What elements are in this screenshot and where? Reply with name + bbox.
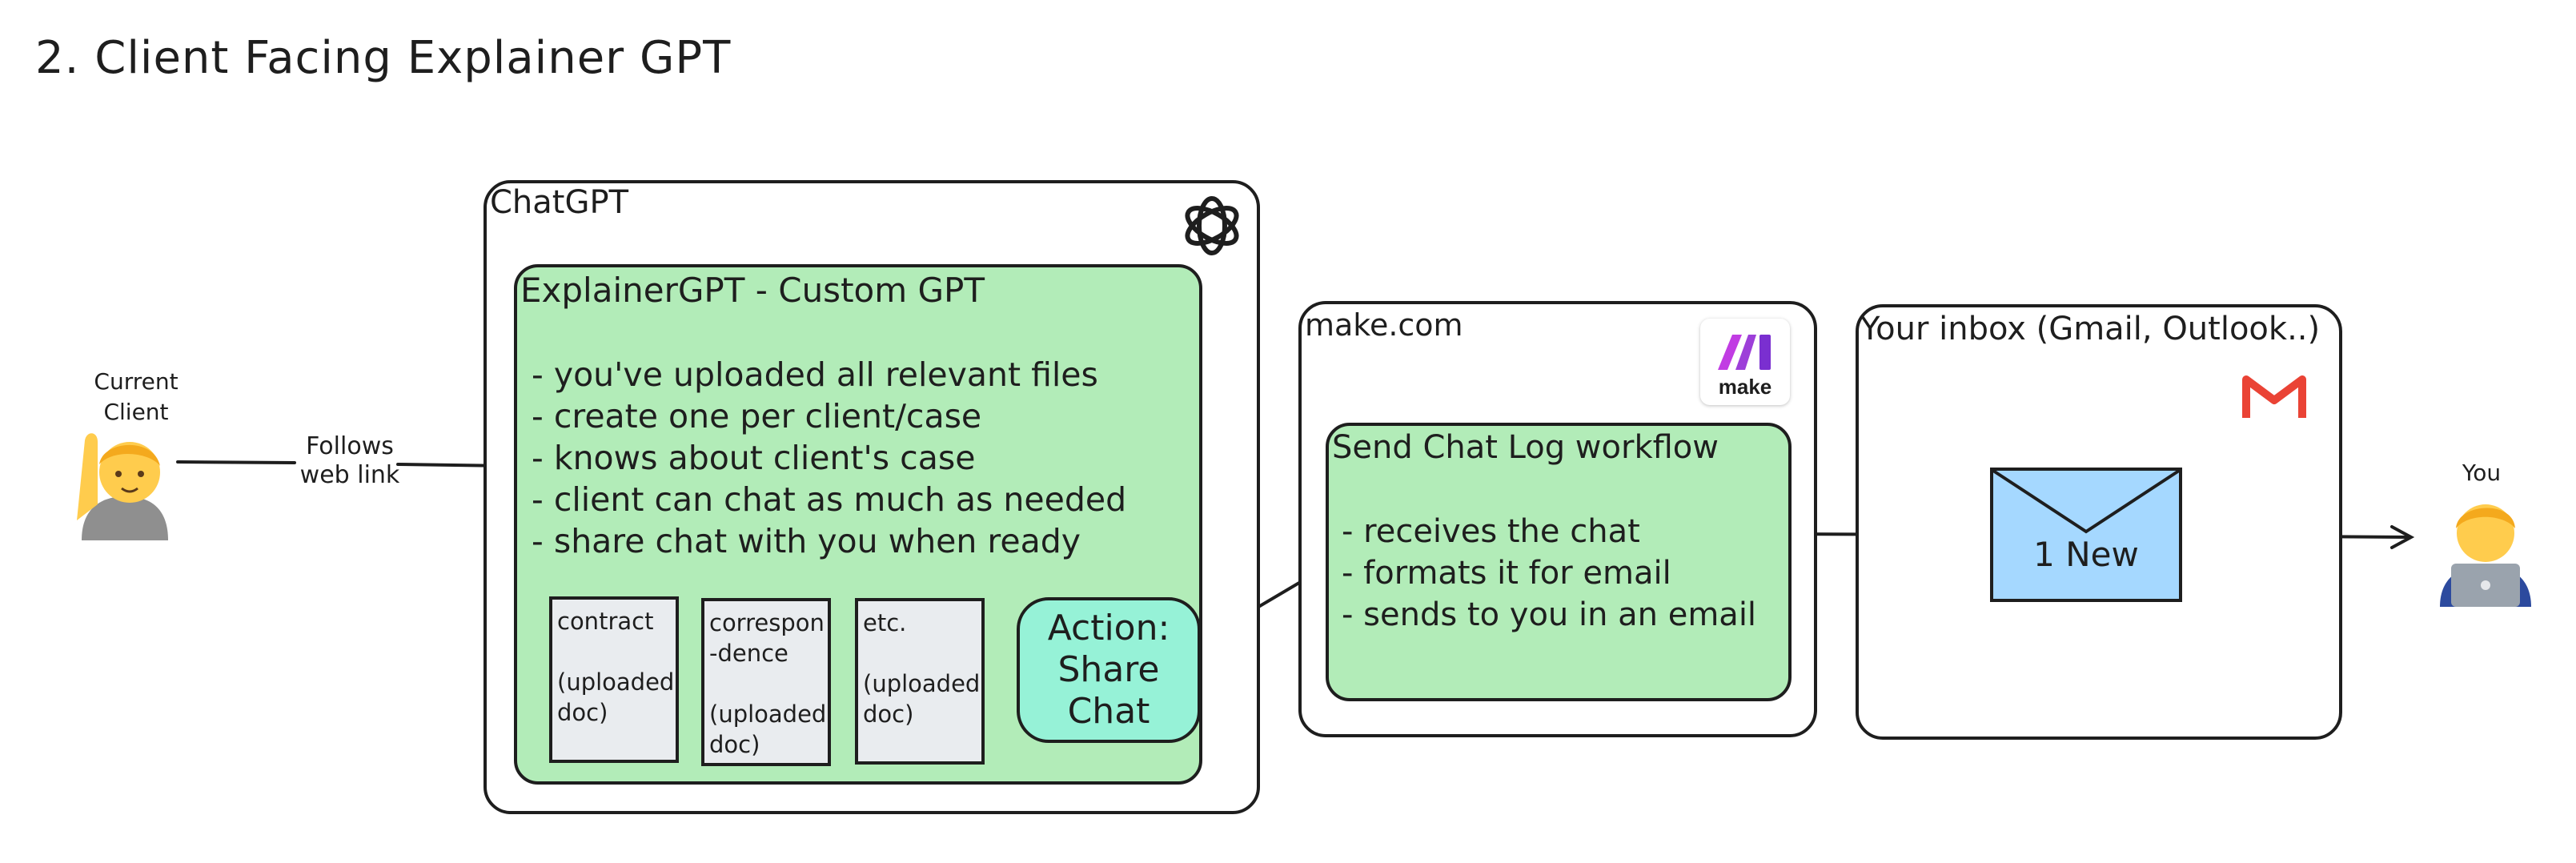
list-item: - client can chat as much as needed xyxy=(532,480,1127,519)
explainer-gpt-title: ExplainerGPT - Custom GPT xyxy=(520,271,985,310)
raising-hand-person-icon xyxy=(74,424,178,540)
arrow-label-follows-web-link: Follows web link xyxy=(299,432,400,489)
list-item: - create one per client/case xyxy=(532,397,982,436)
technologist-laptop-icon xyxy=(2434,492,2538,607)
inbox-container xyxy=(1856,304,2342,740)
envelope-text: 1 New xyxy=(2033,535,2139,574)
arrow-client-to-chatgpt-left xyxy=(176,460,296,464)
list-item: - formats it for email xyxy=(1342,555,1671,592)
envelope-icon: 1 New xyxy=(1990,468,2182,602)
openai-logo-icon xyxy=(1178,192,1246,259)
workflow-title: Send Chat Log workflow xyxy=(1332,429,1719,466)
make-label: make.com xyxy=(1305,307,1463,343)
inbox-label: Your inbox (Gmail, Outlook..) xyxy=(1860,311,2321,347)
list-item: - knows about client's case xyxy=(532,439,976,477)
make-logo-text: make xyxy=(1718,375,1772,399)
doc-contract: contract (uploaded doc) xyxy=(549,596,679,763)
client-label: Current Client xyxy=(94,368,179,425)
list-item: - sends to you in an email xyxy=(1342,596,1757,633)
workflow-bullets: - receives the chat - formats it for ema… xyxy=(1342,511,1756,636)
page-title: 2. Client Facing Explainer GPT xyxy=(35,32,732,84)
list-item: - receives the chat xyxy=(1342,513,1640,550)
make-logo-icon xyxy=(1718,335,1771,370)
list-item: - share chat with you when ready xyxy=(532,522,1081,560)
list-item: - you've uploaded all relevant files xyxy=(532,355,1098,394)
doc-correspondence: correspon -dence (uploaded doc) xyxy=(701,598,831,766)
arrow-head-4 xyxy=(2390,525,2415,549)
action-share-chat: Action: Share Chat xyxy=(1017,597,1201,743)
workflow-box xyxy=(1326,423,1792,701)
you-label: You xyxy=(2462,460,2502,486)
make-logo: make xyxy=(1700,319,1790,405)
explainer-gpt-bullets: - you've uploaded all relevant files - c… xyxy=(532,354,1126,562)
gmail-icon xyxy=(2240,368,2309,424)
doc-etc: etc. (uploaded doc) xyxy=(855,598,985,765)
chatgpt-label: ChatGPT xyxy=(490,184,629,221)
